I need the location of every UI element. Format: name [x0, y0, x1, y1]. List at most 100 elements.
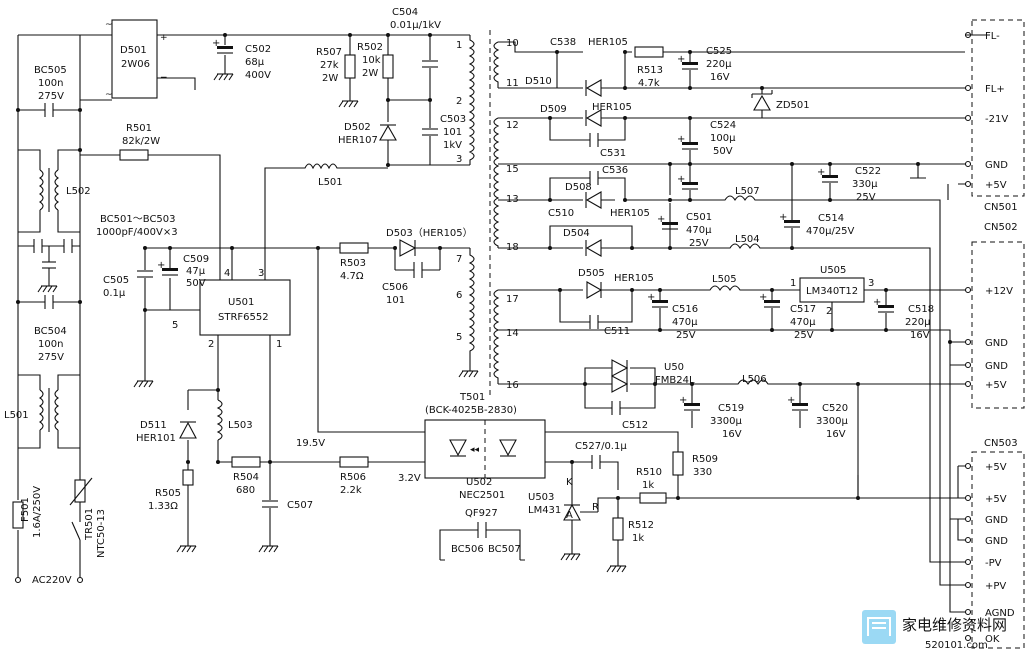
r512-label: R512	[628, 520, 654, 531]
u501-part: STRF6552	[218, 312, 269, 323]
r507-label: R507	[316, 47, 342, 58]
connector-cn501: FL- FL+ -21V GND +5V CN501	[964, 19, 1025, 213]
r513-value: 4.7k	[638, 78, 660, 89]
cn503-pin-5v-a: +5V	[985, 462, 1007, 473]
r501-value: 82k/2W	[122, 136, 160, 147]
cn502-title: CN502	[984, 222, 1018, 233]
c506-label: C506	[382, 282, 408, 293]
sec-pin17: 17	[506, 294, 519, 305]
bc505-label: BC505	[34, 65, 67, 76]
cn501-pin-gnd: GND	[985, 160, 1008, 171]
her105-a: HER105	[588, 37, 628, 48]
d511-part: HER101	[136, 433, 176, 444]
c505-label: C505	[103, 275, 129, 286]
r503-value: 4.7Ω	[340, 271, 364, 282]
cn502-pin-12v: +12V	[985, 286, 1013, 297]
c519-label: C519	[718, 403, 744, 414]
aux-pin5: 5	[456, 332, 462, 343]
d510-label: D510	[525, 76, 552, 87]
c502-label: C502	[245, 44, 271, 55]
cn502-pin-5v: +5V	[985, 380, 1007, 391]
u505-label: U505	[820, 265, 846, 276]
r509-label: R509	[692, 454, 718, 465]
u501-pin2: 2	[208, 339, 214, 350]
r507-value2: 2W	[322, 73, 338, 84]
l503-label: L503	[228, 420, 253, 431]
u501-pin1: 1	[276, 339, 282, 350]
c536-label: C536	[602, 165, 628, 176]
cn501-pin-fl-plus: FL+	[985, 84, 1005, 95]
c504-value: 0.01μ/1kV	[390, 20, 441, 31]
u505-pin1: 1	[790, 278, 796, 289]
c518-value2: 16V	[910, 330, 930, 341]
c501-label: C501	[686, 212, 712, 223]
bc504-label: BC504	[34, 326, 67, 337]
c525-value2: 16V	[710, 72, 730, 83]
c511-label: C511	[604, 326, 630, 337]
sec-pin11: 11	[506, 78, 519, 89]
watermark-logo-icon	[862, 610, 896, 644]
r512-value: 1k	[632, 533, 644, 544]
l507-label: L507	[735, 186, 760, 197]
c514-value: 470μ/25V	[806, 226, 855, 237]
bc501-503-value: 1000pF/400V×3	[96, 227, 178, 238]
c519-value1: 3300μ	[710, 416, 742, 427]
bc504-value2: 275V	[38, 352, 64, 363]
c524-value1: 100μ	[710, 133, 736, 144]
cn503-title: CN503	[984, 438, 1018, 449]
aux-pin6: 6	[456, 290, 462, 301]
c509-value2: 50V	[186, 278, 206, 289]
r509-value: 330	[693, 467, 712, 478]
u501-pin3: 3	[258, 268, 264, 279]
c520-value2: 16V	[826, 429, 846, 440]
r502-label: R502	[357, 42, 383, 53]
c522-value1: 330μ	[852, 179, 878, 190]
r502-value2: 2W	[362, 68, 378, 79]
d503-label: D503（HER105）	[386, 227, 473, 239]
r506-value: 2.2k	[340, 485, 362, 496]
f501-value: 1.6A/250V	[32, 486, 43, 538]
r504-value: 680	[236, 485, 255, 496]
d508-label: D508	[565, 182, 592, 193]
pri-pin3: 3	[456, 154, 462, 165]
cn502-pin-gnd2: GND	[985, 361, 1008, 372]
c522-label: C522	[855, 166, 881, 177]
r504-label: R504	[233, 472, 259, 483]
sec-pin12: 12	[506, 120, 519, 131]
tr501-part: NTC50-13	[96, 509, 107, 558]
r501-label: R501	[126, 123, 152, 134]
t501-part: (BCK-4025B-2830)	[425, 405, 517, 416]
bc507-label: BC507	[488, 544, 521, 555]
c525-label: C525	[706, 46, 732, 57]
d501-part: 2W06	[121, 59, 150, 70]
sec-pin15: 15	[506, 164, 519, 175]
c522-value2: 25V	[856, 192, 876, 203]
qf927-label: QF927	[465, 508, 498, 519]
svg-text:~: ~	[105, 20, 113, 30]
c509-label: C509	[183, 254, 209, 265]
l506-label: L506	[742, 374, 767, 385]
r505-label: R505	[155, 488, 181, 499]
cn501-pin-minus21v: -21V	[985, 114, 1008, 125]
pri-pin1: 1	[456, 40, 462, 51]
l502-label: L502	[66, 186, 91, 197]
d501-label: D501	[120, 45, 147, 56]
c520-label: C520	[822, 403, 848, 414]
svg-text:◂◂: ◂◂	[470, 445, 480, 455]
u50-label: U50	[664, 362, 684, 373]
c510-label: C510	[548, 208, 574, 219]
c517-value2: 25V	[794, 330, 814, 341]
r510-value: 1k	[642, 480, 654, 491]
svg-text:~: ~	[105, 90, 113, 100]
cn503-pin-gnd-b: GND	[985, 536, 1008, 547]
u503-r: R	[592, 502, 599, 513]
c503-value2: 1kV	[443, 140, 462, 151]
connector-cn503: CN503 +5V +5V GND GND -PV +PV AGND OK	[949, 438, 1025, 649]
c538-label: C538	[550, 37, 576, 48]
c512-label: C512	[622, 420, 648, 431]
c531-label: C531	[600, 148, 626, 159]
bc506-label: BC506	[451, 544, 484, 555]
c501-value1: 470μ	[686, 225, 712, 236]
c506-value: 101	[386, 295, 405, 306]
u501-label: U501	[228, 297, 254, 308]
